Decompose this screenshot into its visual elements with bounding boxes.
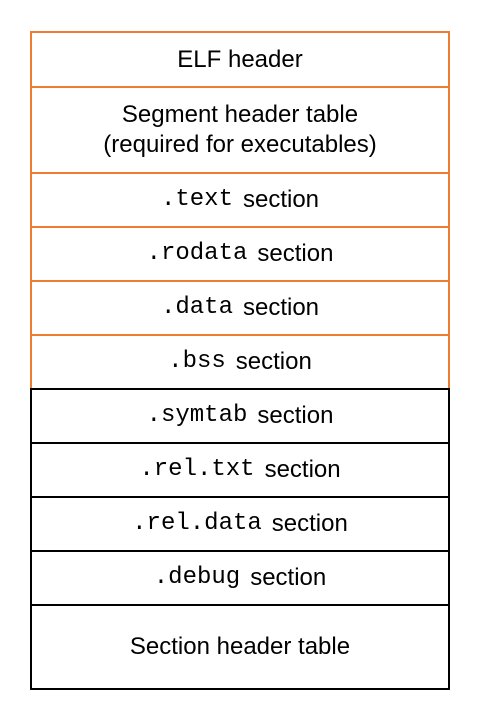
elf-layout-diagram: ELF header Segment header table (require…: [30, 31, 450, 690]
section-word: section: [257, 240, 334, 267]
elf-header-label: ELF header: [177, 45, 303, 73]
section-block-rel-data: .rel.data section: [30, 496, 450, 550]
section-word: section: [242, 186, 320, 213]
section-word: section: [264, 456, 341, 483]
section-block-rel-txt: .rel.txt section: [30, 442, 450, 496]
segment-header-table-note: (required for executables): [103, 131, 377, 158]
section-word: section: [242, 294, 320, 321]
section-name: .debug: [153, 564, 241, 591]
section-word: section: [271, 510, 348, 537]
section-block-bss: .bss section: [30, 334, 450, 388]
section-block-rodata: .rodata section: [30, 226, 450, 280]
section-block-data: .data section: [30, 280, 450, 334]
section-name: .text: [160, 186, 233, 213]
segment-header-table-label: Segment header table: [121, 101, 359, 128]
section-word: section: [250, 564, 327, 591]
section-name: .rel.data: [132, 510, 262, 537]
section-header-table-block: Section header table: [30, 604, 450, 690]
section-block-debug: .debug section: [30, 550, 450, 604]
section-word: section: [235, 348, 312, 375]
section-name: .symtab: [146, 402, 248, 429]
section-name: .rel.txt: [139, 456, 255, 483]
section-name: .rodata: [146, 240, 248, 267]
section-name: .bss: [168, 348, 226, 375]
elf-header-block: ELF header: [30, 31, 450, 86]
section-name: .data: [160, 294, 233, 321]
segment-header-table-block: Segment header table (required for execu…: [30, 86, 450, 172]
section-block-symtab: .symtab section: [30, 388, 450, 442]
section-block-text: .text section: [30, 172, 450, 226]
section-word: section: [257, 402, 334, 429]
section-header-table-label: Section header table: [129, 633, 351, 660]
